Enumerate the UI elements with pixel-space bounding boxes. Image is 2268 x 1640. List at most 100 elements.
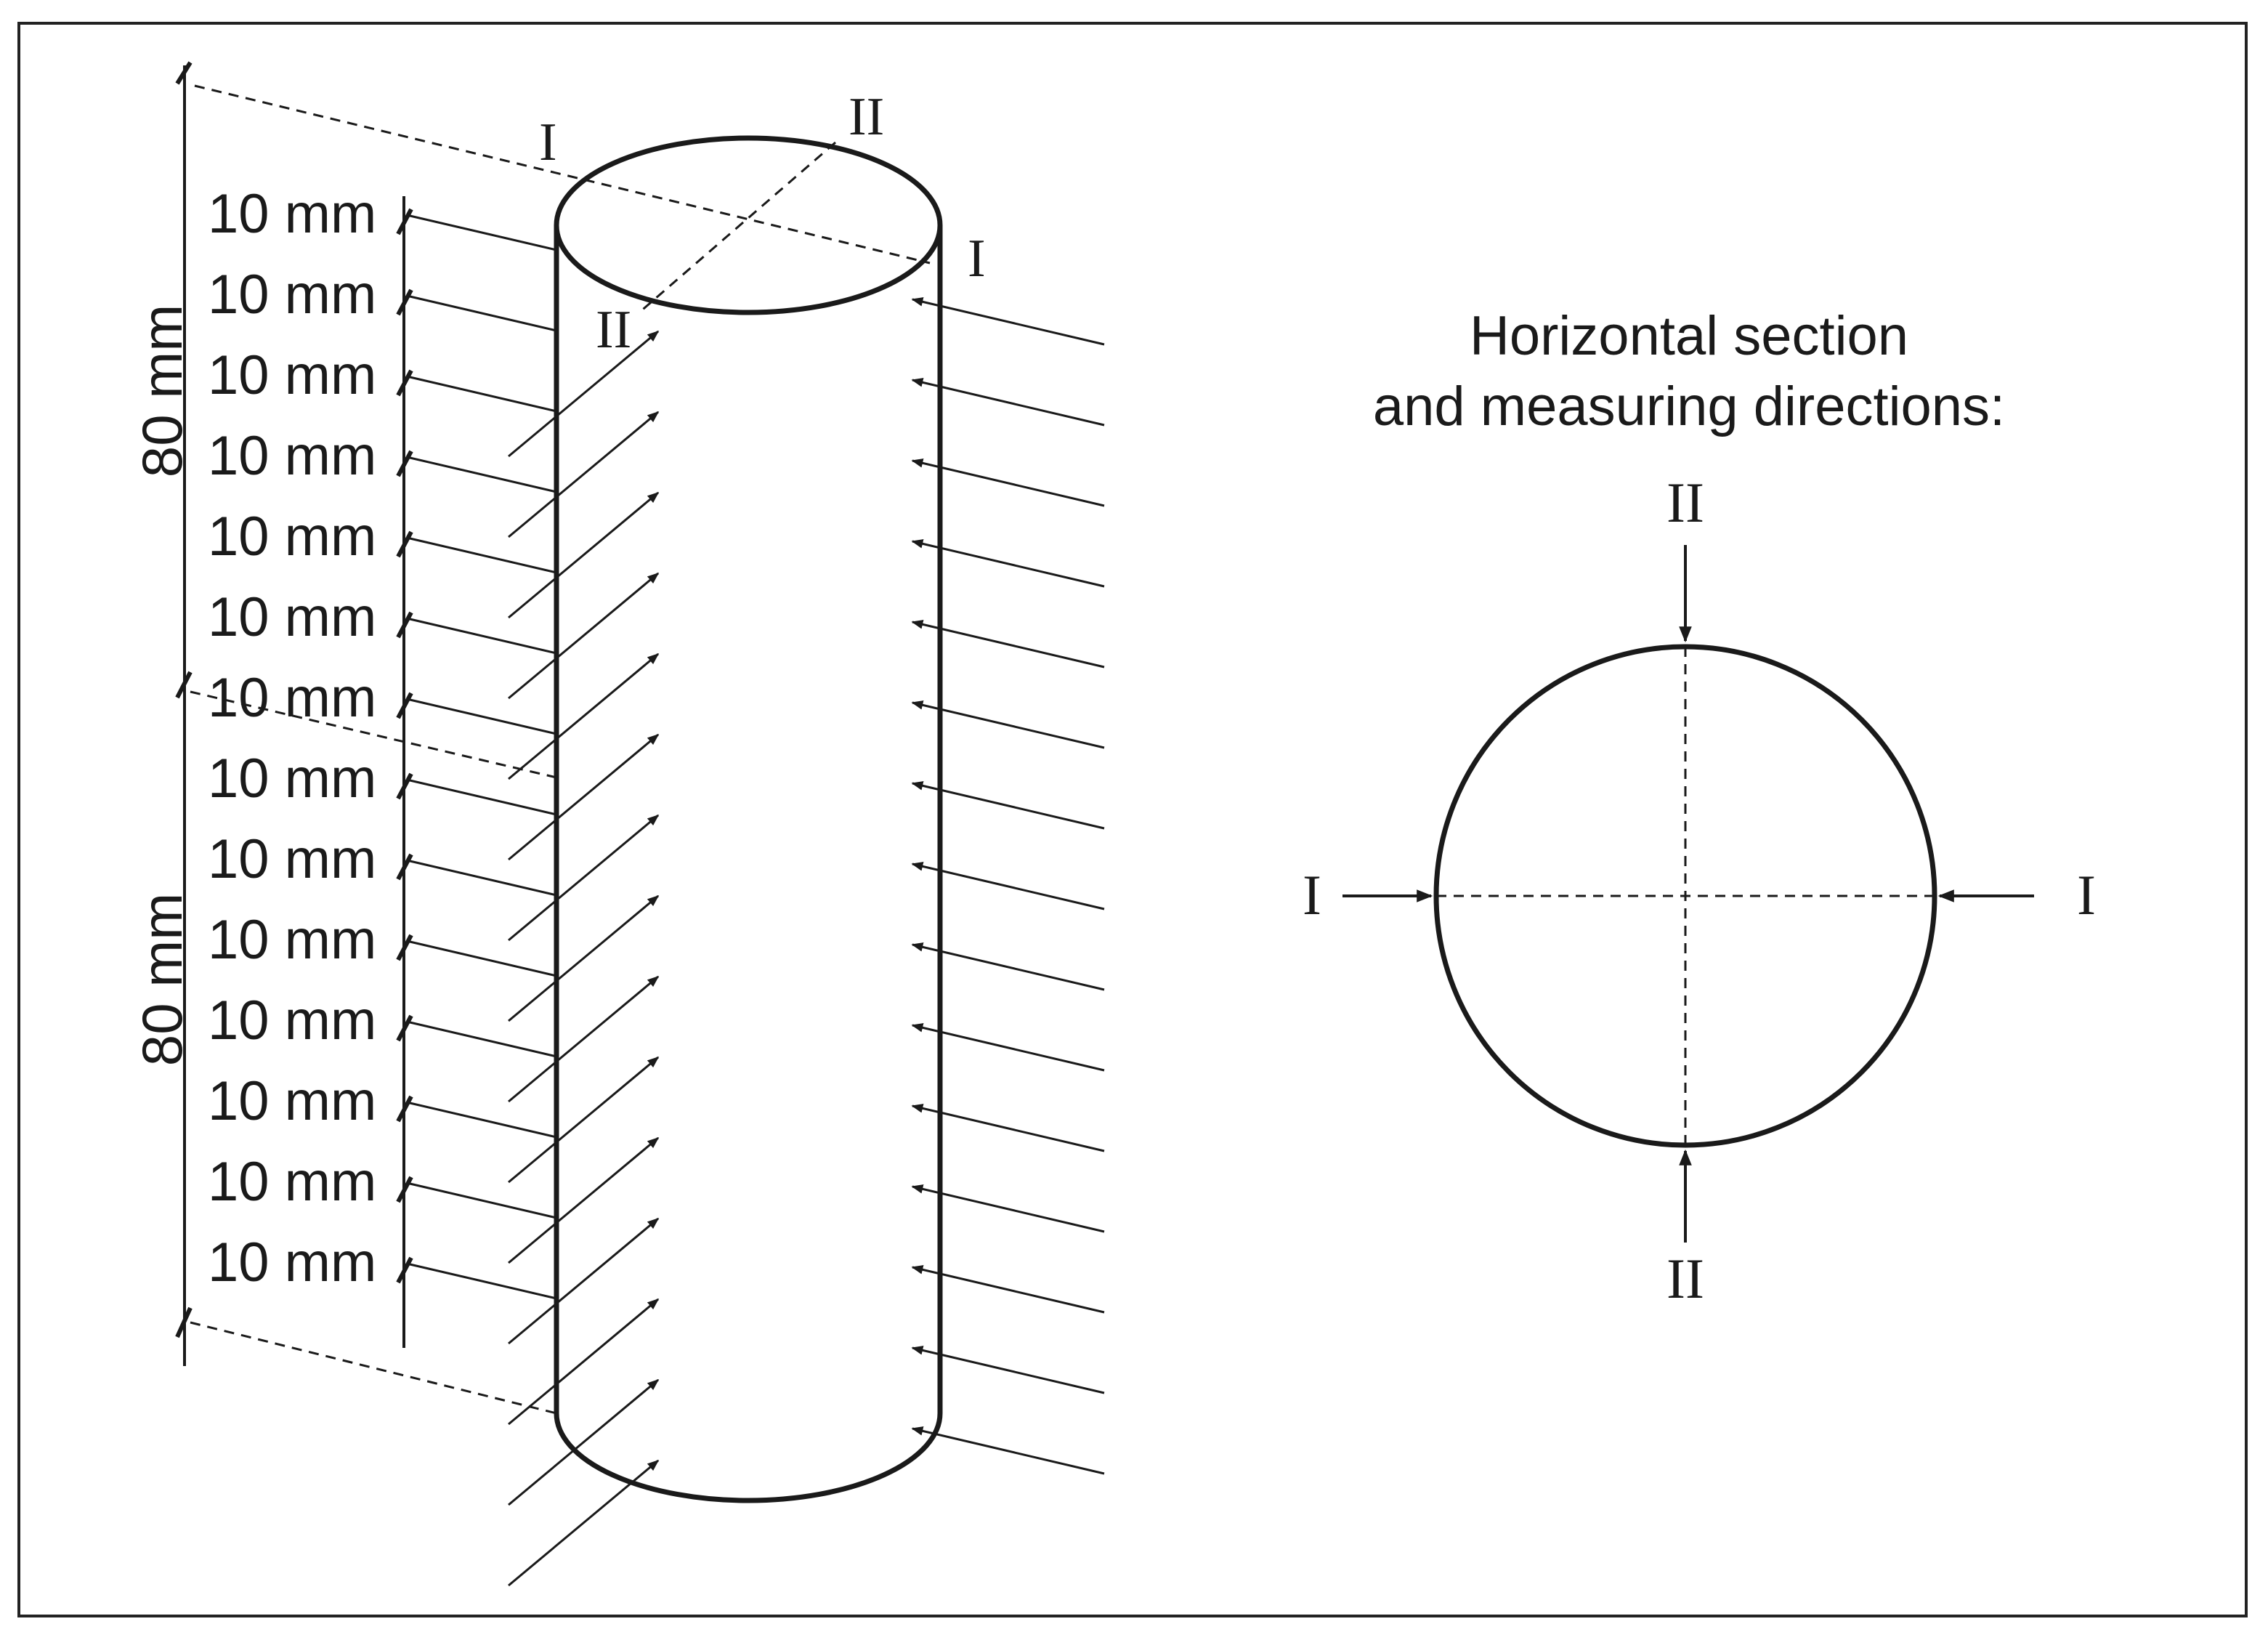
segment-leader-line <box>406 1181 557 1219</box>
segment-tick <box>396 1014 413 1042</box>
segment-leader-line <box>406 940 557 977</box>
section-label-left: I <box>1303 863 1321 926</box>
measuring-arrow-II <box>508 975 660 1103</box>
segment-tick <box>396 1176 413 1203</box>
segment-tick <box>396 288 413 316</box>
measuring-arrow-I <box>911 1426 1105 1475</box>
top-diameter-lines <box>190 84 931 1415</box>
diameter-line-II <box>639 141 836 314</box>
dim-tick-middle <box>175 671 193 699</box>
segment-label: 10 mm <box>208 990 376 1051</box>
segment-leader-line <box>406 778 557 816</box>
measuring-arrow-II <box>508 1298 660 1426</box>
measuring-arrow-II <box>508 814 660 942</box>
figure-border <box>17 22 2248 1617</box>
label-I-left: I <box>539 113 557 172</box>
measuring-arrow-I <box>911 297 1105 346</box>
cylinder-top-ellipse <box>554 135 943 315</box>
segment-tick <box>396 692 413 719</box>
measuring-arrow-I <box>911 700 1105 749</box>
segment-label: 10 mm <box>208 425 376 487</box>
segment-leader-line <box>406 617 557 655</box>
label-II-bottom: II <box>596 300 631 360</box>
measuring-arrow-II <box>508 330 660 458</box>
measuring-arrow-I <box>911 942 1105 991</box>
top-direction-labels: I II I II <box>539 87 986 360</box>
measuring-arrow-I <box>911 1346 1105 1394</box>
segment-leader-line <box>406 698 557 735</box>
segment-leader-line <box>406 1262 557 1300</box>
segment-label: 10 mm <box>208 828 376 890</box>
segment-label: 10 mm <box>208 344 376 406</box>
segment-label: 10 mm <box>208 909 376 971</box>
segment-tick <box>396 1095 413 1123</box>
segment-label: 10 mm <box>208 586 376 648</box>
segment-label: 10 mm <box>208 1070 376 1132</box>
segment-tick <box>396 1256 413 1284</box>
measuring-arrow-I <box>911 1023 1105 1072</box>
section-label-bottom: II <box>1666 1247 1704 1310</box>
dim-tick-top <box>175 61 193 85</box>
measuring-arrow-I <box>911 1265 1105 1314</box>
segment-tick <box>396 208 413 235</box>
measuring-arrow-II <box>508 1459 660 1587</box>
measuring-arrow-I <box>911 1184 1105 1233</box>
measuring-arrow-II <box>508 1136 660 1264</box>
segment-tick <box>396 772 413 800</box>
segment-leader-line <box>406 214 557 251</box>
segment-label: 10 mm <box>208 748 376 809</box>
label-I-right: I <box>968 229 986 288</box>
section-title: Horizontal section and measuring directi… <box>1373 305 2005 437</box>
measuring-arrow-I <box>911 459 1105 507</box>
segment-leader-line <box>406 859 557 897</box>
segment-tick <box>396 934 413 961</box>
segment-tick <box>396 530 413 558</box>
segment-label: 10 mm <box>208 667 376 729</box>
segment-label: 10 mm <box>208 1151 376 1213</box>
measuring-arrow-I <box>911 378 1105 427</box>
cylinder-bottom-arc <box>554 1413 943 1503</box>
measuring-arrow-II <box>508 1217 660 1345</box>
section-labels: II II I I <box>1303 471 2096 1310</box>
extension-line-bottom <box>190 1321 557 1415</box>
measuring-arrow-II <box>508 411 660 538</box>
segment-leader-line <box>406 536 557 574</box>
segment-tick <box>396 450 413 477</box>
section-title-line1: Horizontal section <box>1470 305 1908 367</box>
section-circle-group <box>1342 545 2034 1243</box>
label-II-top: II <box>849 87 884 147</box>
measuring-arrow-I <box>911 539 1105 588</box>
measuring-arrow-II <box>508 894 660 1022</box>
measuring-arrow-II <box>508 491 660 619</box>
segment-label: 10 mm <box>208 264 376 326</box>
section-label-top: II <box>1666 471 1704 534</box>
half-length-labels: 80 mm 80 mm <box>130 304 194 1066</box>
measuring-arrow-I <box>911 781 1105 830</box>
segment-leader-line <box>406 1020 557 1058</box>
segment-group: 10 mm 10 mm 10 mm 10 mm 10 mm 10 mm 10 mm 10 mm… <box>208 183 557 1300</box>
segment-leader-line <box>406 294 557 332</box>
section-title-line2: and measuring directions: <box>1373 376 2005 437</box>
measuring-arrow-I <box>911 862 1105 910</box>
measuring-arrow-II <box>508 572 660 700</box>
segment-leader-line <box>406 1101 557 1139</box>
segment-label: 10 mm <box>208 506 376 567</box>
section-label-right: I <box>2077 863 2096 926</box>
segment-leader-line <box>406 456 557 493</box>
label-80mm-upper: 80 mm <box>130 304 194 477</box>
dim-tick-bottom <box>175 1306 193 1338</box>
measuring-arrow-I <box>911 620 1105 668</box>
segment-tick <box>396 369 413 397</box>
measuring-arrow-II <box>508 733 660 861</box>
direction-I-arrows <box>911 297 1105 1475</box>
segment-label: 10 mm <box>208 1232 376 1293</box>
diameter-line-I <box>194 84 931 264</box>
segment-tick <box>396 611 413 639</box>
measuring-arrow-II <box>508 1056 660 1184</box>
measuring-arrow-I <box>911 1104 1105 1152</box>
segment-label: 10 mm <box>208 183 376 245</box>
label-80mm-lower: 80 mm <box>130 893 194 1066</box>
measuring-arrow-II <box>508 1378 660 1506</box>
segment-tick <box>396 853 413 881</box>
